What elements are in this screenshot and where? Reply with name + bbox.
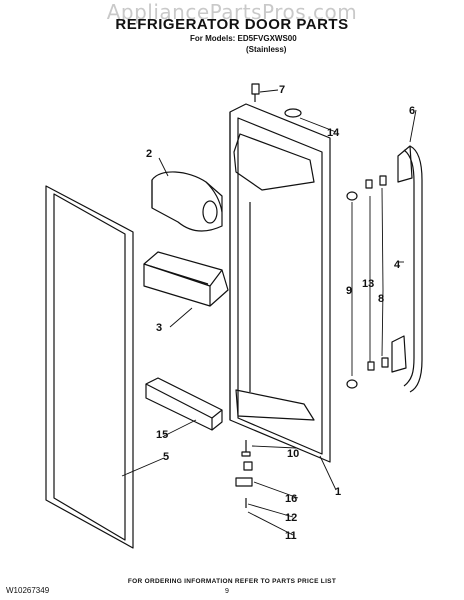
small-door-bin [145,377,223,431]
ordering-note: FOR ORDERING INFORMATION REFER TO PARTS … [127,578,337,585]
callout-4: 4 [394,259,401,271]
callout-10: 10 [287,448,299,460]
page-number: 9 [225,588,229,595]
callout-11: 11 [285,530,297,542]
callout-1: 1 [335,486,341,498]
watermark: AppliancePartsPros.com [106,0,358,24]
callout-12: 12 [285,512,297,524]
page-title: REFRIGERATOR DOOR PARTS [115,16,349,33]
callout-8: 8 [378,293,384,305]
callout-5: 5 [163,451,169,463]
top-screw [251,83,260,102]
callout-7: 7 [279,84,285,96]
models-label: For Models: ED5FVGXWS00 [190,34,297,43]
callout-13: 13 [362,278,374,290]
lower-hinge-parts [235,440,253,508]
handle-mounting-hardware [346,175,389,389]
door-bin [143,251,229,307]
door-handle [391,145,423,393]
callout-3: 3 [156,322,162,334]
callout-15: 15 [156,429,168,441]
callout-2: 2 [146,148,152,160]
door-liner [229,103,331,463]
dairy-bin [151,171,223,232]
door-gasket [45,185,134,549]
callout-9: 9 [346,285,352,297]
variant-label: (Stainless) [246,45,287,54]
callout-16: 16 [285,493,297,505]
leader-lines [121,89,417,536]
document-number: W10267349 [6,586,50,595]
top-cap [284,108,302,118]
callout-14: 14 [327,127,340,139]
callout-6: 6 [409,105,415,117]
